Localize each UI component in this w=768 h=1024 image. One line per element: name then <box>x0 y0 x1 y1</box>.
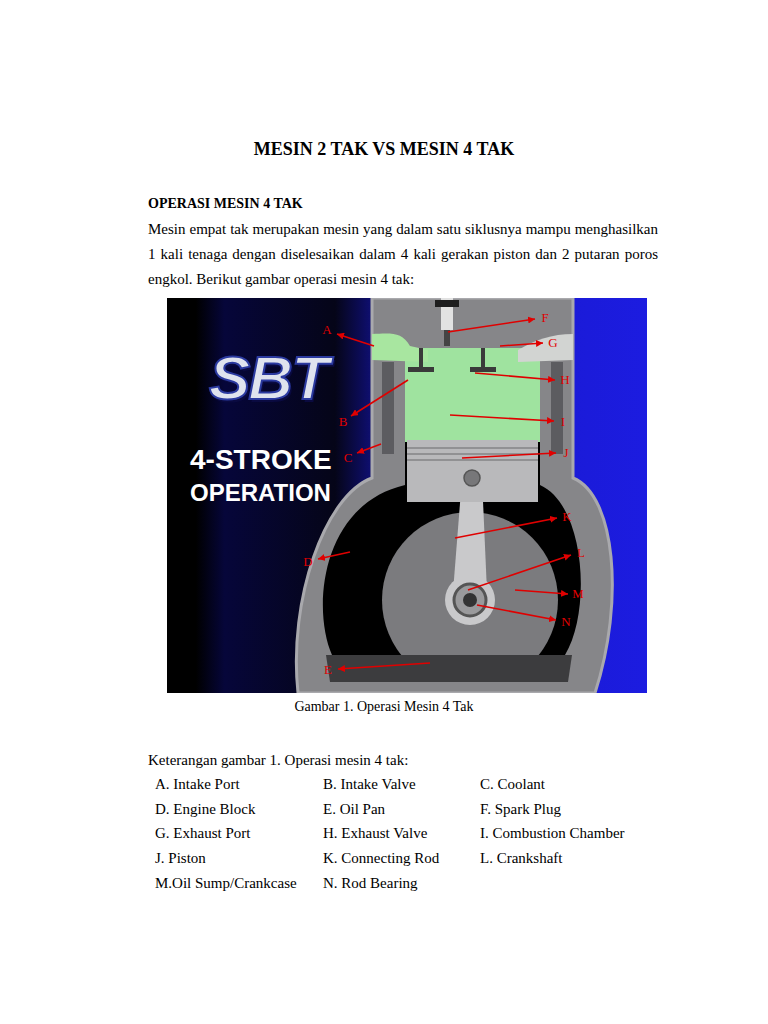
leader-arrow <box>468 555 571 590</box>
section-heading: OPERASI MESIN 4 TAK <box>148 196 303 213</box>
legend-item: A. Intake Port <box>155 775 240 793</box>
leader-arrow <box>338 663 430 669</box>
figure-caption: Gambar 1. Operasi Mesin 4 Tak <box>0 699 768 716</box>
leader-arrow <box>351 380 408 416</box>
leader-arrow <box>455 518 557 538</box>
callout-letter: G <box>548 335 557 351</box>
callout-letter: M <box>572 586 584 602</box>
leader-arrows <box>318 319 571 669</box>
spark-plug-cap <box>435 300 459 307</box>
legend-item: L. Crankshaft <box>480 849 562 867</box>
legend-item: M.Oil Sump/Crankcase <box>155 874 297 892</box>
wrist-pin <box>464 470 480 486</box>
logo-text: SBT <box>209 341 327 415</box>
callout-letter: L <box>577 545 585 561</box>
legend-item: D. Engine Block <box>155 800 255 818</box>
legend-item: K. Connecting Rod <box>323 849 439 867</box>
leader-arrow <box>450 415 554 421</box>
leader-arrow <box>337 334 374 346</box>
callout-letter: C <box>344 450 353 466</box>
rod-big-end <box>445 575 495 625</box>
callout-letter: I <box>561 414 565 430</box>
leader-arrow <box>357 444 381 453</box>
engine-block <box>296 298 612 693</box>
coolant-passage <box>382 362 394 454</box>
leader-arrow <box>500 343 543 346</box>
legend-item: J. Piston <box>155 849 206 867</box>
leader-arrow <box>475 373 555 380</box>
valve-stem <box>419 348 423 368</box>
legend-item: G. Exhaust Port <box>155 824 250 842</box>
piston <box>407 440 538 502</box>
legend-item: C. Coolant <box>480 775 545 793</box>
legend-item: I. Combustion Chamber <box>480 824 625 842</box>
leader-arrow <box>318 552 350 559</box>
leader-arrow <box>462 453 556 458</box>
photo-frame <box>167 298 647 693</box>
callout-letter: E <box>324 662 332 678</box>
callout-letter: J <box>563 445 568 461</box>
legend-item: B. Intake Valve <box>323 775 416 793</box>
valve-stem <box>481 348 485 368</box>
exhaust-port <box>518 334 573 362</box>
crankshaft-hub <box>463 593 477 607</box>
image-heading: 4-STROKE <box>190 446 332 474</box>
callout-letter: D <box>303 554 312 570</box>
callout-letter: H <box>560 372 569 388</box>
legend-item: F. Spark Plug <box>480 800 561 818</box>
background <box>167 298 647 693</box>
leader-arrow <box>477 605 556 620</box>
legend-heading: Keterangan gambar 1. Operasi mesin 4 tak… <box>148 751 408 769</box>
combustion-chamber <box>405 348 540 442</box>
legend-item: E. Oil Pan <box>323 800 385 818</box>
callout-letter: F <box>541 310 548 326</box>
paragraph: Mesin empat tak merupakan mesin yang dal… <box>148 217 658 292</box>
callout-letter: K <box>562 509 571 525</box>
callout-letter: B <box>339 414 348 430</box>
image-heading: OPERATION <box>190 481 331 505</box>
callout-letter: N <box>561 614 570 630</box>
callout-letter: A <box>322 322 331 338</box>
leader-arrow <box>448 319 535 332</box>
legend-item: H. Exhaust Valve <box>323 824 427 842</box>
oil-pan <box>326 655 572 682</box>
legend-item: N. Rod Bearing <box>323 874 418 892</box>
leader-arrow <box>515 590 568 594</box>
page-title: MESIN 2 TAK VS MESIN 4 TAK <box>0 139 768 161</box>
